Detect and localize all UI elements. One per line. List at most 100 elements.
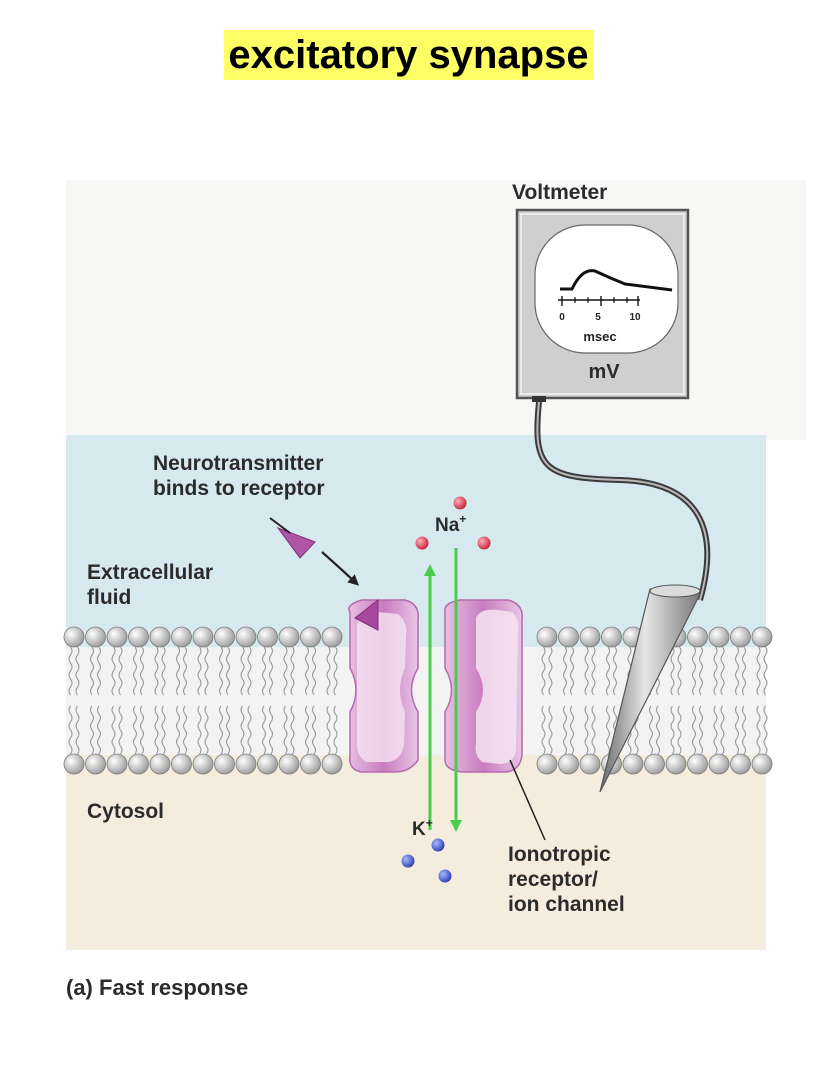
lipid-tail [75,705,80,755]
neurotransmitter-label-line-2: binds to receptor [153,476,325,500]
phospholipid-head [730,626,751,648]
lipid-tail [720,646,725,696]
na-ion [453,496,467,510]
lipid-tail [756,646,761,696]
lipid-tail [139,705,145,755]
lipid-tail [218,646,224,696]
lipid-tail [612,646,618,696]
lipid-tail [182,646,188,696]
lipid-tail [68,646,73,696]
lipid-tail [741,705,747,755]
phospholipid-head [751,753,773,775]
lipid-tail [541,705,546,755]
lipid-tail [261,705,267,755]
voltmeter: 0 5 10 msec mV [515,208,690,402]
lipid-tail [677,705,682,755]
phospholipid-head [106,626,128,648]
phospholipid-head [85,626,106,648]
phospholipid-head [751,626,773,648]
neurotransmitter-label-line-1: Neurotransmitter [153,452,324,475]
lipid-tail [670,705,675,755]
k-label: K+ [412,816,433,840]
lipid-tail [763,705,768,755]
phospholipid-head [214,626,235,648]
lipid-tail [283,705,288,755]
phospholipid-head [235,753,257,775]
lipid-tail [333,705,338,755]
phospholipid-head [171,626,192,648]
phospholipid-head [300,753,321,775]
lipid-tail [240,646,245,696]
axis-label-msec: msec [583,329,616,344]
page-title: excitatory synapse [224,30,593,80]
lipid-tail [548,705,553,755]
phospholipid-head [708,753,730,775]
lipid-tail [584,646,589,696]
lipid-tail [734,646,740,696]
lipid-tail [75,646,80,696]
phospholipid-head [687,753,708,775]
phospholipid-head [106,753,128,775]
lipid-tail [204,646,209,696]
lipid-tail [89,705,95,755]
lipid-tail [96,646,102,696]
phospholipid-head [558,753,579,775]
lipid-tail [584,705,589,755]
lipid-tail [763,646,768,696]
lipid-tail [204,705,209,755]
caption-text: Fast response [99,975,249,1000]
lipid-tail [154,705,159,755]
lipid-tail [541,646,546,696]
lipid-tail [648,705,654,755]
lipid-tail [132,646,138,696]
lipid-tail [670,646,675,696]
lipid-tail [268,646,274,696]
lipid-tail [605,705,611,755]
lipid-tail [311,705,317,755]
lipid-tail [225,705,231,755]
lipid-tail [691,705,697,755]
lipid-tail [111,705,116,755]
lipid-tail [311,646,317,696]
lipid-tail [182,705,188,755]
tick-0: 0 [559,312,565,323]
lipid-tail [225,646,231,696]
receptor-label: Ionotropic receptor/ ion channel [508,843,625,917]
lipid-tail [591,646,596,696]
phospholipid-head [321,753,343,775]
phospholipid-head [192,626,214,648]
tick-10: 10 [629,312,641,323]
bound-neurotransmitter [354,598,379,631]
lipid-tail [290,705,295,755]
lipid-tail [218,705,224,755]
phospholipid-head [128,753,149,775]
lipid-tail [713,705,718,755]
lipid-tail [290,646,295,696]
lipid-tail [68,705,73,755]
receptor-label-line-1: Ionotropic [508,843,611,866]
phospholipid-head [687,626,708,648]
phospholipid-head [536,753,558,775]
pointer-arrow-to-ligand [269,517,291,534]
lipid-tail [741,646,747,696]
tick-5: 5 [595,312,601,323]
phospholipid-head [171,753,192,775]
lipid-tail [569,705,575,755]
lipid-tail [326,646,331,696]
phospholipid-head [128,626,149,648]
phospholipid-head [278,753,300,775]
phospholipid-head [278,626,300,648]
phospholipid-head [63,626,85,648]
lipid-tail [175,705,181,755]
lipid-tail [96,705,102,755]
voltmeter-unit: mV [588,361,620,383]
phospholipid-head [730,753,751,775]
phospholipid-head [321,626,343,648]
voltage-trace [560,269,673,292]
binding-arrow [321,551,360,586]
lipid-tail [261,646,267,696]
lipid-tail [139,646,145,696]
receptor-label-line-2: receptor/ [508,867,598,891]
lipid-tail [720,705,725,755]
receptor-label-line-3: ion channel [508,892,625,916]
